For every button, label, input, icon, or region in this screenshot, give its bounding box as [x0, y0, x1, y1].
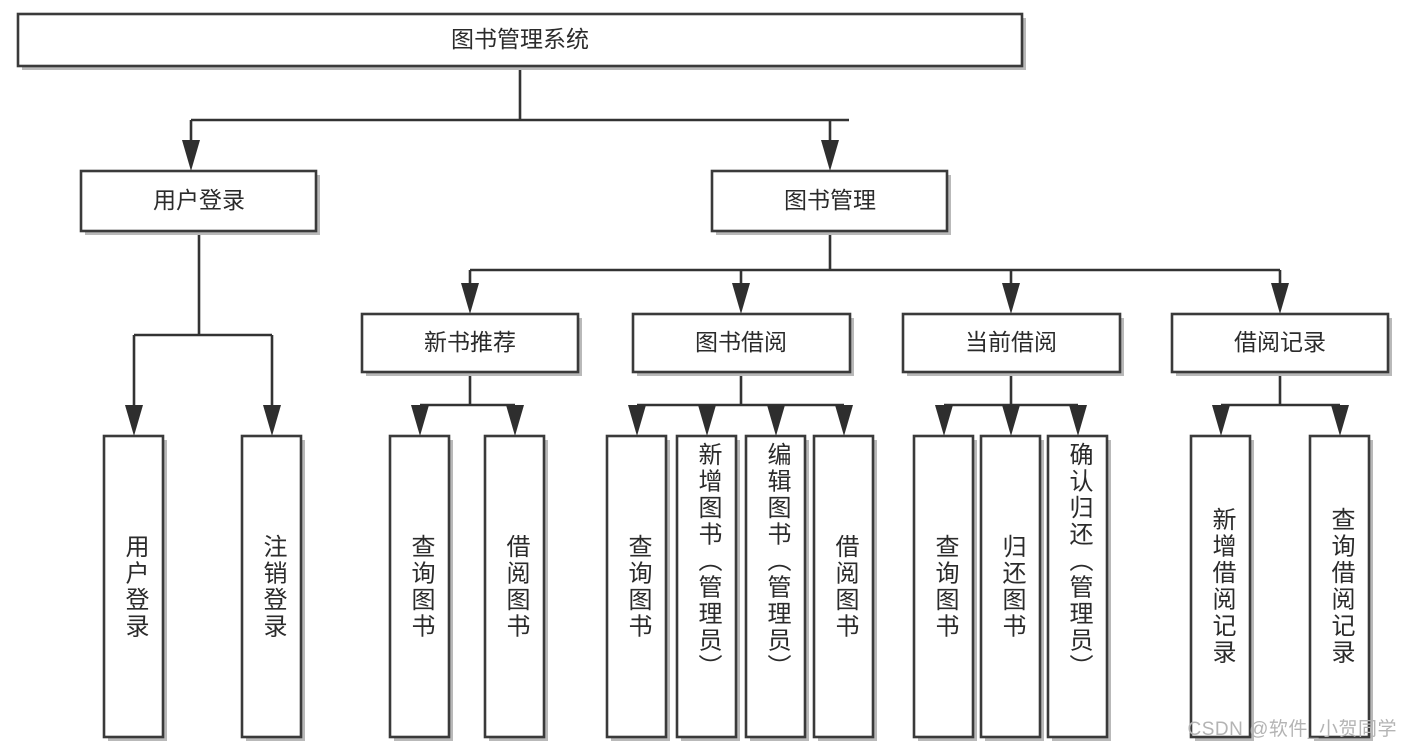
node-new-book-recommend-box [360, 312, 580, 374]
arrow-to-borrow-record [1271, 283, 1289, 314]
leaf-edit-book-box[interactable] [744, 434, 807, 739]
node-user-login[interactable]: 用户登录 [79, 169, 320, 235]
node-root-label: 图书管理系统 [451, 26, 589, 52]
node-current-borrow-label: 当前借阅 [965, 329, 1057, 355]
arrow-leaf-user-login [125, 405, 143, 436]
watermark: CSDN @软件_小贺同学 [1187, 719, 1397, 740]
leaf-user-logout-box[interactable] [240, 434, 303, 739]
leaf-return-book-box[interactable] [979, 434, 1042, 739]
arrow-leaf-confirm-return [1069, 405, 1087, 436]
leaf-add-book-box[interactable] [675, 434, 738, 739]
arrow-leaf-query-book-3 [935, 405, 953, 436]
node-book-borrow-box [631, 312, 852, 374]
leaf-query-book-1-box[interactable] [388, 434, 451, 739]
node-book-management-label: 图书管理 [784, 187, 876, 213]
arrow-leaf-borrow-book-2 [835, 405, 853, 436]
node-root[interactable]: 图书管理系统 [16, 12, 1026, 70]
leaf-add-record-box[interactable] [1189, 434, 1252, 739]
node-book-management[interactable]: 图书管理 [710, 169, 951, 235]
arrow-leaf-query-record [1331, 405, 1349, 436]
leaf-user-login-box[interactable] [102, 434, 165, 739]
arrow-to-new-book-recommend [461, 283, 479, 314]
node-root-box [16, 12, 1024, 68]
leaf-query-record-box[interactable] [1308, 434, 1371, 739]
node-user-login-box [79, 169, 318, 233]
node-borrow-record-label: 借阅记录 [1234, 329, 1326, 355]
arrow-to-user-login [182, 140, 200, 171]
leaf-boxes-group [102, 434, 1373, 741]
node-book-borrow[interactable]: 图书借阅 [631, 312, 854, 376]
arrow-leaf-query-book-1 [411, 405, 429, 436]
node-book-management-box [710, 169, 949, 233]
connector-group [125, 67, 1349, 436]
arrow-leaf-add-book [698, 405, 716, 436]
arrow-leaf-return-book [1002, 405, 1020, 436]
leaf-borrow-book-2-box[interactable] [812, 434, 875, 739]
arrow-leaf-edit-book [767, 405, 785, 436]
node-current-borrow[interactable]: 当前借阅 [901, 312, 1124, 376]
leaf-query-book-2-box[interactable] [605, 434, 668, 739]
node-new-book-recommend-label: 新书推荐 [424, 329, 516, 355]
leaf-query-book-3-box[interactable] [912, 434, 975, 739]
arrow-to-book-borrow [732, 283, 750, 314]
arrow-to-book-management [821, 140, 839, 171]
arrow-leaf-user-logout [263, 405, 281, 436]
node-new-book-recommend[interactable]: 新书推荐 [360, 312, 582, 376]
node-current-borrow-box [901, 312, 1122, 374]
arrow-to-current-borrow [1002, 283, 1020, 314]
leaf-borrow-book-1-box[interactable] [483, 434, 546, 739]
arrow-leaf-query-book-2 [628, 405, 646, 436]
arrow-leaf-borrow-book-1 [506, 405, 524, 436]
node-book-borrow-label: 图书借阅 [695, 329, 787, 355]
arrow-leaf-add-record [1212, 405, 1230, 436]
node-borrow-record[interactable]: 借阅记录 [1170, 312, 1392, 376]
leaf-confirm-return-box[interactable] [1046, 434, 1109, 739]
node-borrow-record-box [1170, 312, 1390, 374]
node-user-login-label: 用户登录 [153, 187, 245, 213]
